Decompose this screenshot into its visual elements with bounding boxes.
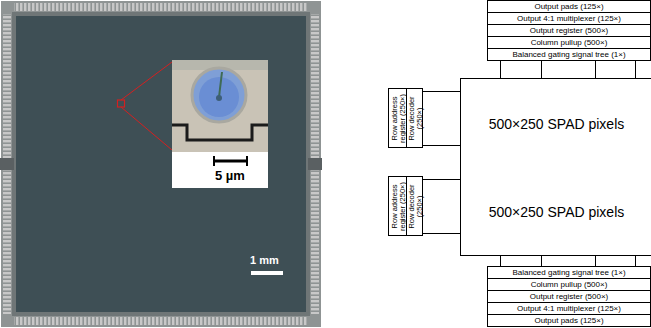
pixel-array-area xyxy=(16,16,306,312)
scale-bar-tick xyxy=(213,156,215,166)
spad-array: 500×250 SPAD pixels xyxy=(460,78,651,169)
zoom-marker xyxy=(118,100,125,107)
block-label: 500×250 SPAD pixels xyxy=(489,117,625,131)
signal-connector xyxy=(501,256,636,266)
block-label: Row decoder (250×) xyxy=(407,178,422,234)
bond-pads xyxy=(14,317,308,325)
block-label: Output 4:1 multiplexer (125×) xyxy=(517,305,621,313)
block-label: Row address register (250×) xyxy=(390,178,405,234)
connector-line xyxy=(501,61,636,78)
chip-photo xyxy=(0,0,330,328)
block-label: Row decoder (250×) xyxy=(407,90,422,146)
scale-label: 5 µm xyxy=(215,168,245,183)
chip-frame xyxy=(1,1,321,327)
block-label: Output 4:1 multiplexer (125×) xyxy=(517,15,621,23)
scale-bar-tick xyxy=(246,156,248,166)
block-label: 500×250 SPAD pixels xyxy=(489,205,625,219)
block-label: Row address register (250×) xyxy=(390,90,405,146)
pixel-boundary xyxy=(172,125,268,140)
connector-line xyxy=(423,180,460,234)
row-address-register: Row address register (250×) xyxy=(388,176,407,236)
spad-ring xyxy=(192,68,246,122)
signal-connector xyxy=(423,180,460,234)
connector-line xyxy=(423,92,460,146)
block-label: Column pullup (500×) xyxy=(531,281,608,289)
signal-connector xyxy=(501,61,636,78)
row-address-register: Row address register (250×) xyxy=(388,88,407,148)
inset-image xyxy=(172,60,268,152)
gating-tree-box: Balanced gating signal tree (1×) xyxy=(487,48,651,61)
block-label: Balanced gating signal tree (1×) xyxy=(512,269,625,277)
spad-contact xyxy=(219,72,222,97)
block-label: Balanced gating signal tree (1×) xyxy=(512,51,625,59)
inset-scale-area xyxy=(172,152,268,188)
chip-notch xyxy=(0,158,14,170)
scale-label: 1 mm xyxy=(250,254,279,266)
scale-bar xyxy=(214,160,247,163)
block-label: Output pads (125×) xyxy=(534,3,603,11)
row-decoder: Row decoder (250×) xyxy=(406,88,423,148)
block-label: Output register (500×) xyxy=(530,27,608,35)
zoom-line xyxy=(121,107,172,150)
spad-active-area xyxy=(199,77,239,117)
chip-notch xyxy=(308,158,322,170)
signal-connector xyxy=(423,92,460,146)
block-label: Output register (500×) xyxy=(530,293,608,301)
block-label: Output pads (125×) xyxy=(534,317,603,325)
bond-pads xyxy=(14,3,308,11)
spad-array: 500×250 SPAD pixels xyxy=(460,168,651,256)
row-decoder: Row decoder (250×) xyxy=(406,176,423,236)
connector-line xyxy=(501,256,636,266)
scale-bar xyxy=(251,271,283,275)
block-label: Column pullup (500×) xyxy=(531,39,608,47)
spad-contact xyxy=(216,95,222,101)
zoom-line xyxy=(121,62,172,100)
pad-row: Output pads (125×) xyxy=(487,314,651,327)
chip-ring xyxy=(12,12,310,316)
